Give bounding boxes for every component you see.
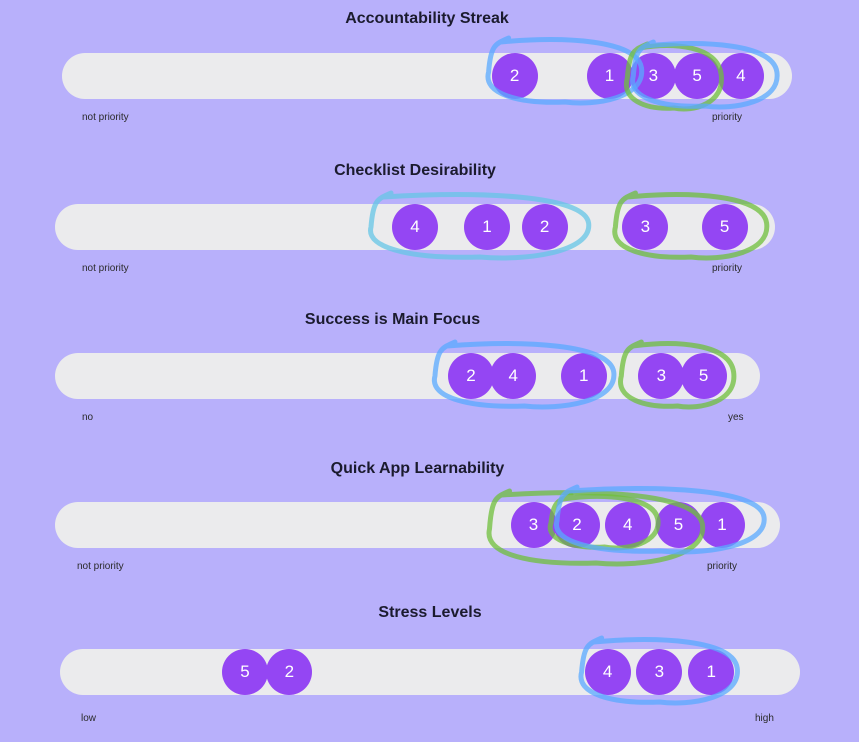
participant-marker: 4: [584, 649, 631, 695]
participant-marker: 5: [674, 53, 721, 99]
participant-marker: 2: [447, 353, 494, 399]
scale-title: Success is Main Focus: [304, 311, 481, 328]
participant-marker: 4: [604, 502, 651, 548]
participant-marker: 2: [554, 502, 600, 548]
scale-title: Checklist Desirability: [334, 162, 496, 179]
participant-marker: 2: [521, 204, 568, 250]
participant-marker: 1: [560, 353, 607, 399]
participant-marker: 3: [630, 53, 677, 99]
scale-low-label: not priority: [77, 561, 124, 572]
participant-marker: 1: [464, 204, 510, 250]
scale-title: Stress Levels: [378, 604, 482, 621]
scale-low-label: low: [81, 713, 97, 724]
participant-marker: 3: [510, 502, 557, 548]
participant-marker: 4: [490, 353, 537, 399]
participant-marker: 2: [491, 53, 538, 99]
participant-marker: 3: [636, 649, 683, 695]
scale-high-label: priority: [712, 112, 743, 123]
participant-marker: 3: [622, 204, 669, 250]
participant-marker: 3: [638, 353, 685, 399]
scale-low-label: not priority: [82, 112, 129, 123]
participant-marker: 5: [655, 502, 702, 548]
participant-marker: 5: [222, 649, 268, 695]
scale-high-label: high: [755, 713, 774, 724]
scale-low-label: not priority: [82, 263, 129, 274]
scale-high-label: priority: [712, 263, 743, 274]
participant-marker: 5: [701, 204, 748, 250]
participant-marker: 2: [266, 649, 313, 695]
participant-marker: 1: [688, 649, 735, 695]
scale-title: Accountability Streak: [345, 10, 509, 27]
participant-marker: 5: [680, 353, 727, 399]
scale-low-label: no: [82, 412, 94, 423]
participant-marker: 4: [717, 53, 764, 99]
scale-high-label: yes: [728, 412, 744, 423]
participant-marker: 1: [586, 53, 633, 99]
participant-marker: 1: [699, 502, 745, 548]
participant-marker: 4: [392, 204, 438, 250]
scale-high-label: priority: [707, 561, 738, 572]
scale-title: Quick App Learnability: [330, 460, 505, 477]
